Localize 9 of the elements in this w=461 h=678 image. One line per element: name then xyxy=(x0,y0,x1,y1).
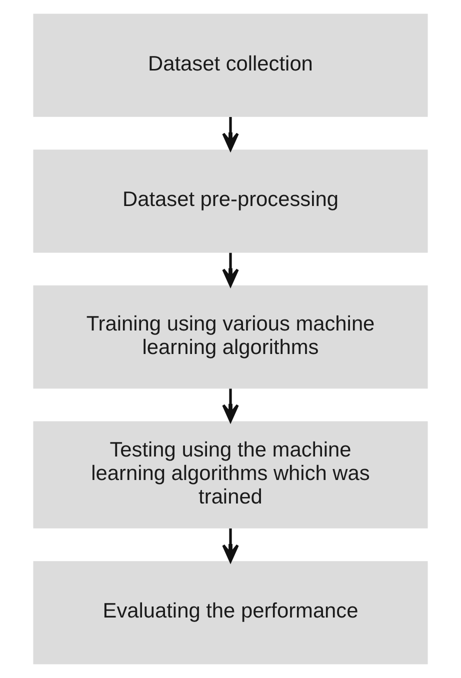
arrow xyxy=(222,388,239,422)
arrow xyxy=(222,528,239,562)
node-box: Dataset collection xyxy=(33,14,428,117)
node-box: Testing using the machine learning algorithms which was trained xyxy=(33,421,428,528)
node-box: Dataset pre-processing xyxy=(33,150,428,253)
arrow xyxy=(222,252,239,287)
node-box: Training using various machine learning algorithms xyxy=(33,285,428,389)
arrow xyxy=(222,116,239,151)
node-box: Evaluating the performance xyxy=(33,561,428,664)
